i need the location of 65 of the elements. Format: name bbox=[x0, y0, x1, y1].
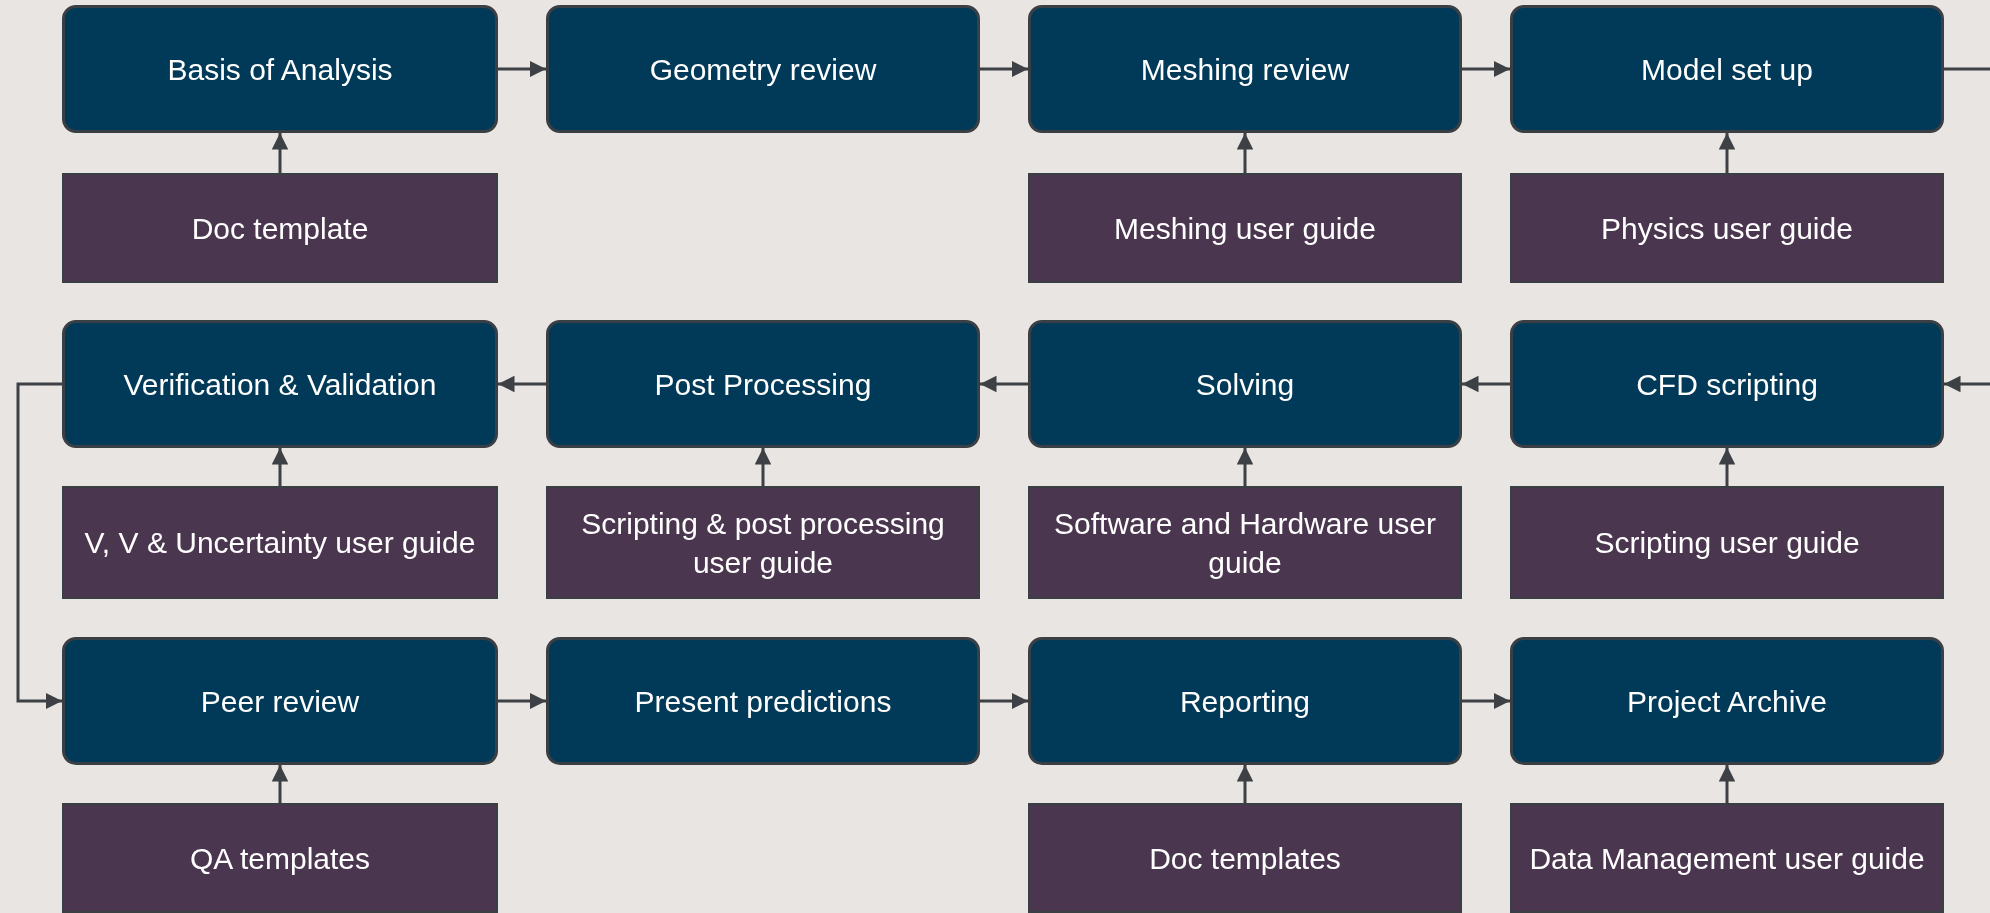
box-label: QA templates bbox=[189, 840, 371, 877]
resource-box bbox=[1028, 486, 1462, 599]
arrow bbox=[498, 692, 546, 710]
arrow bbox=[498, 375, 546, 393]
box-label: CFD scripting bbox=[1636, 366, 1818, 403]
arrow bbox=[1462, 60, 1510, 78]
resource-box bbox=[1028, 803, 1462, 913]
box-label: Peer review bbox=[200, 683, 360, 720]
arrow bbox=[271, 765, 289, 803]
arrow bbox=[1462, 375, 1510, 393]
arrow bbox=[1462, 692, 1510, 710]
box-label: Data Management user guide bbox=[1529, 840, 1925, 877]
box-label: Verification & Validation bbox=[123, 366, 437, 403]
arrow bbox=[1236, 765, 1254, 803]
box-label: Reporting bbox=[1179, 683, 1311, 720]
arrow bbox=[271, 448, 289, 486]
resource-box bbox=[1510, 173, 1944, 283]
process-box bbox=[546, 320, 980, 448]
resource-box bbox=[1510, 803, 1944, 913]
box-label: Post Processing bbox=[654, 366, 872, 403]
box-label: Scripting user guide bbox=[1594, 525, 1860, 561]
arrow bbox=[16, 382, 62, 710]
process-box bbox=[1028, 320, 1462, 448]
box-label: Project Archive bbox=[1626, 683, 1828, 720]
process-box bbox=[1028, 637, 1462, 765]
process-box bbox=[62, 637, 498, 765]
resource-box bbox=[62, 803, 498, 913]
box-label: Scripting & post processing user guide bbox=[580, 505, 946, 581]
box-label: Doc templates bbox=[1149, 840, 1341, 877]
process-box bbox=[546, 5, 980, 133]
resource-box bbox=[62, 173, 498, 283]
process-box bbox=[1028, 5, 1462, 133]
box-label: V, V & Uncertainty user guide bbox=[84, 525, 476, 561]
process-box bbox=[1510, 637, 1944, 765]
process-box bbox=[546, 637, 980, 765]
box-label: Doc template bbox=[191, 210, 369, 247]
process-box bbox=[62, 5, 498, 133]
box-label: Solving bbox=[1195, 366, 1295, 403]
arrow bbox=[980, 60, 1028, 78]
process-box bbox=[62, 320, 498, 448]
process-box bbox=[1510, 320, 1944, 448]
arrow bbox=[498, 60, 546, 78]
box-label: Model set up bbox=[1641, 51, 1813, 88]
arrow bbox=[1718, 133, 1736, 173]
box-label: Present predictions bbox=[634, 683, 892, 720]
resource-box bbox=[546, 486, 980, 599]
box-label: Meshing user guide bbox=[1114, 210, 1376, 247]
arrow bbox=[271, 133, 289, 173]
arrow bbox=[980, 375, 1028, 393]
box-label: Software and Hardware user guide bbox=[1053, 505, 1437, 581]
arrow bbox=[1718, 765, 1736, 803]
resource-box bbox=[1510, 486, 1944, 599]
box-label: Geometry review bbox=[649, 51, 877, 88]
arrow bbox=[1236, 448, 1254, 486]
arrow bbox=[1236, 133, 1254, 173]
box-label: Meshing review bbox=[1140, 51, 1350, 88]
resource-box bbox=[62, 486, 498, 599]
arrow bbox=[980, 692, 1028, 710]
box-label: Physics user guide bbox=[1601, 210, 1853, 247]
arrow bbox=[1718, 448, 1736, 486]
box-label: Basis of Analysis bbox=[167, 51, 393, 88]
arrow bbox=[754, 448, 772, 486]
arrow bbox=[1944, 375, 1990, 393]
process-box bbox=[1510, 5, 1944, 133]
resource-box bbox=[1028, 173, 1462, 283]
